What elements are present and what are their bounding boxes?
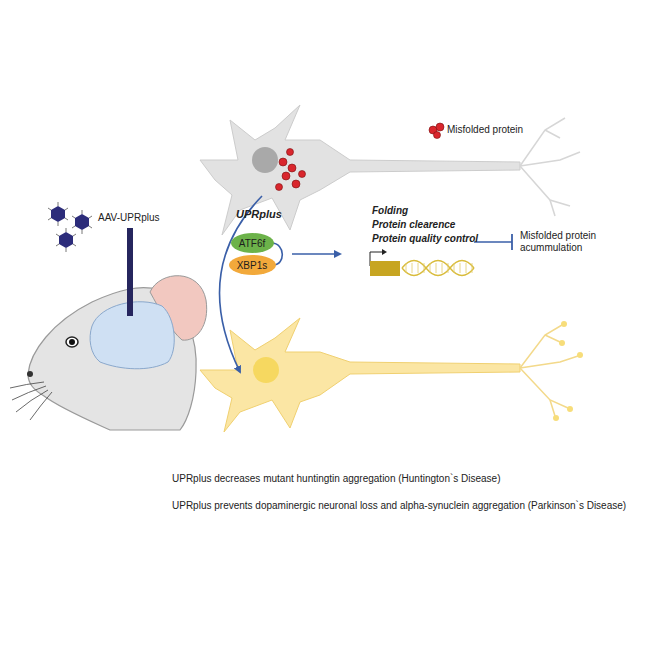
dna-rung <box>412 263 413 273</box>
aav-particle <box>72 210 92 234</box>
axon-terminals <box>520 325 578 416</box>
dna-rung <box>406 263 407 273</box>
outcome-label: Misfolded protein acummulation <box>520 230 612 254</box>
dna-rung <box>448 263 449 273</box>
gene-box <box>370 261 400 276</box>
mouse-head <box>10 276 207 430</box>
vector-label: AAV-UPRplus <box>98 212 160 224</box>
protein-aggregates <box>276 149 306 191</box>
dna-rung <box>418 263 419 273</box>
dna-rung <box>454 263 455 273</box>
activation-arrow <box>292 253 340 255</box>
function-label: Folding <box>372 205 408 217</box>
injection-needle <box>127 228 133 316</box>
healthy-neuron <box>200 318 520 432</box>
legend-text: Misfolded protein <box>447 124 523 136</box>
dna-rung <box>424 263 425 273</box>
dna-rung <box>442 263 443 273</box>
function-label: Protein quality control <box>372 233 478 245</box>
dna-rung <box>430 263 431 273</box>
xbp1s-domain: XBP1s <box>229 255 276 275</box>
nucleus <box>252 147 278 173</box>
dna-rungs <box>406 263 472 273</box>
protein-name: XBP1s <box>237 260 268 271</box>
protein-name: ATF6f <box>239 238 265 249</box>
inhibition-line <box>474 241 512 243</box>
treatment-arrow <box>220 196 262 372</box>
construct-name: UPRplus <box>236 208 282 221</box>
axon-terminals <box>520 118 580 216</box>
misfolded-protein-icon <box>429 123 444 139</box>
synaptic-boutons <box>553 321 583 421</box>
nucleus <box>253 357 279 383</box>
dna-rung <box>460 263 461 273</box>
function-label: Protein clearence <box>372 219 455 231</box>
dna-helix <box>402 261 474 276</box>
finding-text: UPRplus prevents dopaminergic neuronal l… <box>172 500 626 512</box>
dna-rung <box>466 263 467 273</box>
dna-rung <box>472 263 473 273</box>
aav-particle <box>48 202 68 226</box>
aav-particle <box>56 228 76 252</box>
dna-rung <box>436 263 437 273</box>
inhibition-bar <box>511 234 513 250</box>
atf6f-domain: ATF6f <box>231 233 274 253</box>
finding-text: UPRplus decreases mutant huntingtin aggr… <box>172 473 501 485</box>
